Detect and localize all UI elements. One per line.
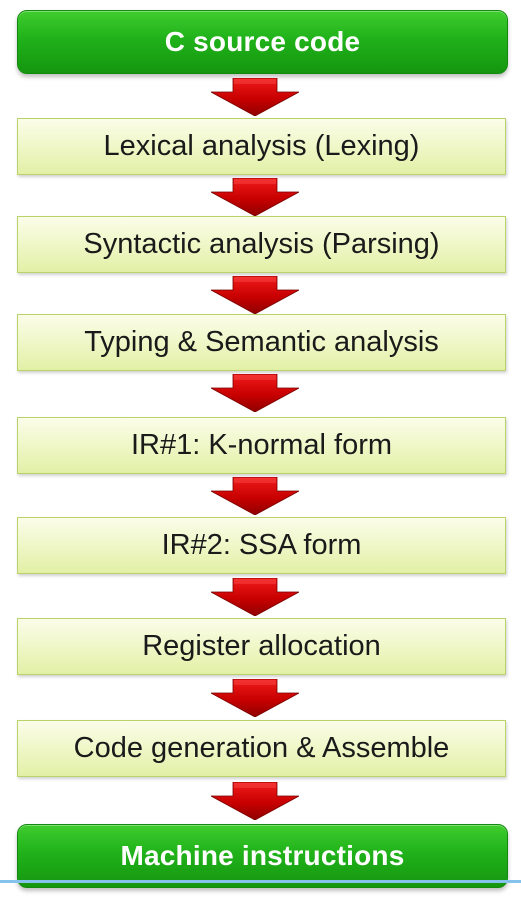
- node-machine-instructions: Machine instructions: [17, 824, 508, 888]
- arrow-down-icon: [211, 78, 299, 116]
- arrow-down-icon: [211, 477, 299, 515]
- node-code-generation-assemble: Code generation & Assemble: [17, 720, 506, 777]
- arrow-down-icon: [211, 679, 299, 717]
- arrow-down-icon: [211, 276, 299, 314]
- node-lexical-analysis: Lexical analysis (Lexing): [17, 118, 506, 175]
- node-typing-semantic-analysis: Typing & Semantic analysis: [17, 314, 506, 371]
- arrow-down-icon: [211, 578, 299, 616]
- arrow-down-icon: [211, 374, 299, 412]
- node-syntactic-analysis: Syntactic analysis (Parsing): [17, 216, 506, 273]
- bottom-divider: [0, 880, 521, 897]
- arrow-down-icon: [211, 178, 299, 216]
- arrow-down-icon: [211, 782, 299, 820]
- node-register-allocation: Register allocation: [17, 618, 506, 675]
- node-c-source-code: C source code: [17, 10, 508, 74]
- node-ir1-k-normal-form: IR#1: K-normal form: [17, 417, 506, 474]
- node-ir2-ssa-form: IR#2: SSA form: [17, 517, 506, 574]
